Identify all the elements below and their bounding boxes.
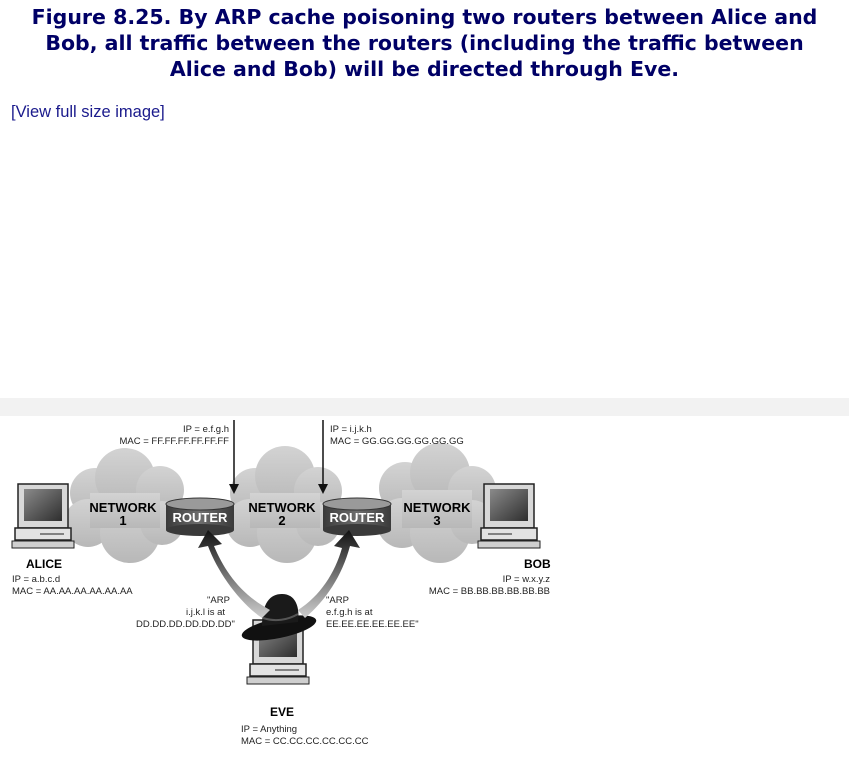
eve-mac: MAC = CC.CC.CC.CC.CC.CC bbox=[241, 736, 369, 747]
network2-number: 2 bbox=[278, 513, 285, 528]
network3-label: NETWORK bbox=[403, 500, 471, 515]
caption-line-1: Figure 8.25. By ARP cache poisoning two … bbox=[31, 5, 818, 29]
arp-arrow-left bbox=[198, 530, 270, 618]
router1-label: ROUTER bbox=[173, 510, 229, 525]
black-hat-icon bbox=[241, 594, 317, 641]
router2-label: ROUTER bbox=[330, 510, 386, 525]
view-full-size-link[interactable]: [View full size image] bbox=[11, 103, 165, 121]
network3-number: 3 bbox=[433, 513, 440, 528]
caption-line-3: Alice and Bob) will be directed through … bbox=[169, 57, 680, 81]
bob-ip: IP = w.x.y.z bbox=[503, 574, 551, 585]
alice-ip: IP = a.b.c.d bbox=[12, 574, 60, 585]
router-1 bbox=[165, 497, 235, 536]
eve-name: EVE bbox=[270, 705, 294, 719]
arp-poisoning-diagram: IP = e.f.g.h MAC = FF.FF.FF.FF.FF.FF IP … bbox=[0, 398, 849, 747]
alice-mac: MAC = AA.AA.AA.AA.AA.AA bbox=[12, 586, 133, 597]
router-1-pointer bbox=[229, 420, 239, 494]
bob-name: BOB bbox=[524, 557, 551, 571]
arp-right-line1: "ARP bbox=[326, 595, 349, 606]
figure-caption: Figure 8.25. By ARP cache poisoning two … bbox=[0, 4, 849, 82]
arp-left-line3: DD.DD.DD.DD.DD.DD" bbox=[136, 619, 235, 630]
arp-arrow-right bbox=[298, 530, 360, 618]
network1-number: 1 bbox=[119, 513, 126, 528]
router-2-pointer bbox=[318, 420, 328, 494]
alice-name: ALICE bbox=[26, 557, 62, 571]
router1-mac: MAC = FF.FF.FF.FF.FF.FF bbox=[119, 436, 229, 447]
arp-left-line1: "ARP bbox=[207, 595, 230, 606]
router2-mac: MAC = GG.GG.GG.GG.GG.GG bbox=[330, 436, 464, 447]
bob-computer-icon bbox=[477, 483, 541, 549]
bob-mac: MAC = BB.BB.BB.BB.BB.BB bbox=[429, 586, 550, 597]
arp-right-line2: e.f.g.h is at bbox=[326, 607, 373, 618]
network1-label: NETWORK bbox=[89, 500, 157, 515]
cloud-network-3 bbox=[377, 443, 496, 563]
cloud-network-2 bbox=[226, 446, 342, 563]
arp-left-line2: i.j.k.l is at bbox=[186, 607, 225, 618]
eve-ip: IP = Anything bbox=[241, 724, 297, 735]
router1-ip: IP = e.f.g.h bbox=[183, 424, 229, 435]
network2-label: NETWORK bbox=[248, 500, 316, 515]
figure-background bbox=[0, 398, 849, 416]
router-2 bbox=[322, 497, 392, 536]
router2-ip: IP = i.j.k.h bbox=[330, 424, 372, 435]
caption-line-2: Bob, all traffic between the routers (in… bbox=[45, 31, 804, 55]
alice-computer-icon bbox=[11, 483, 75, 549]
arp-right-line3: EE.EE.EE.EE.EE.EE" bbox=[326, 619, 419, 630]
cloud-network-1 bbox=[64, 448, 184, 563]
